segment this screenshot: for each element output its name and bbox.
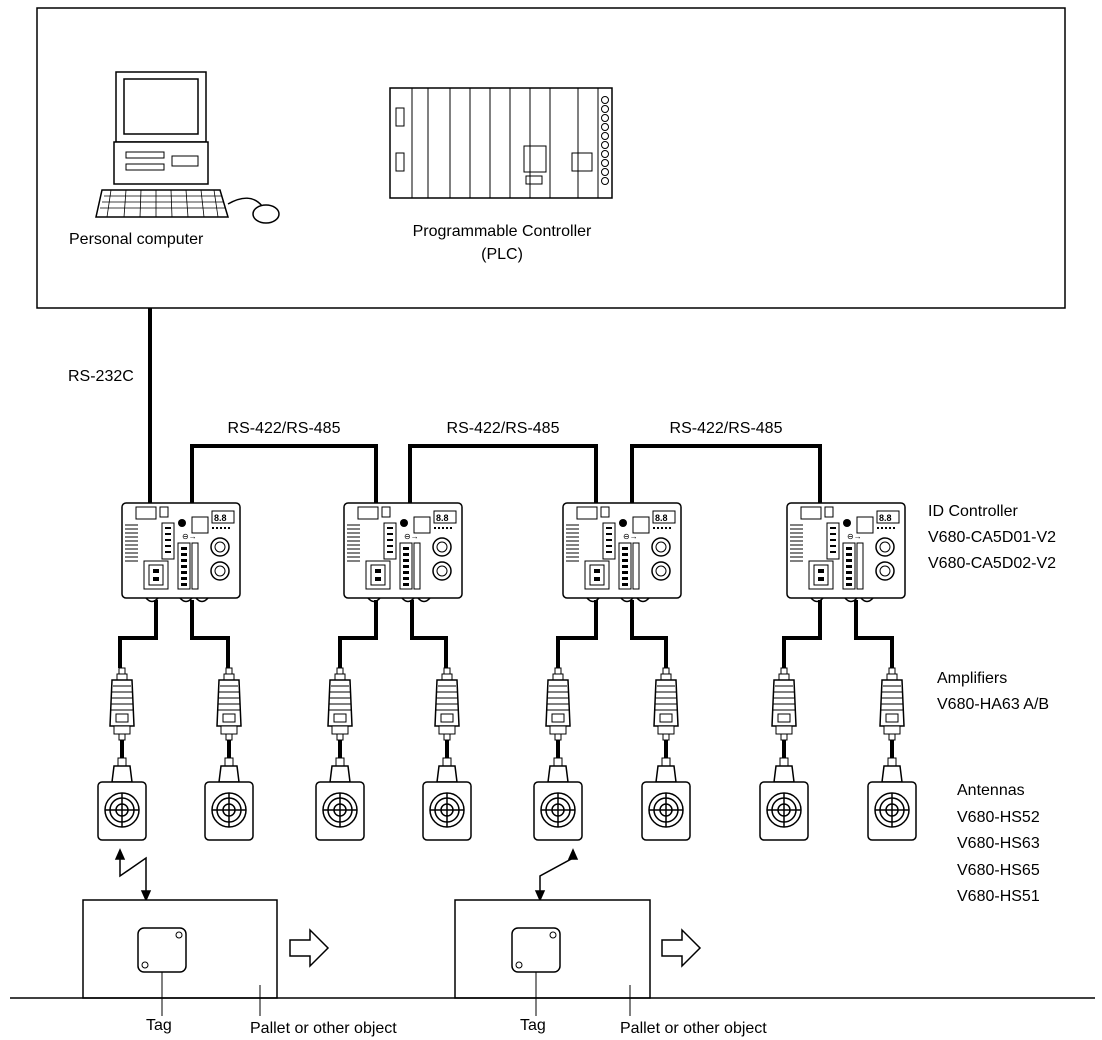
wireless-signal-2 <box>534 848 579 902</box>
tag-label-2: Tag <box>520 1017 546 1034</box>
amp-antenna-cables <box>120 740 894 758</box>
amplifiers-model: V680-HA63 A/B <box>937 696 1050 713</box>
amplifier-5 <box>545 667 571 741</box>
antenna-model-3: V680-HS65 <box>957 862 1040 879</box>
antenna-3 <box>315 757 365 841</box>
label-leader-lines <box>161 972 631 1016</box>
tag-icon-1 <box>137 927 187 973</box>
bus-link-1 <box>190 444 378 503</box>
amplifier-4 <box>434 667 460 741</box>
controller-amp-cables <box>118 600 894 668</box>
id-controller-title: ID Controller <box>928 503 1018 520</box>
amplifier-1 <box>109 667 135 741</box>
id-controller-2 <box>343 502 463 603</box>
bus-link-label-3: RS-422/RS-485 <box>669 420 783 437</box>
bus-link-2 <box>408 444 598 503</box>
plc-icon <box>389 87 613 199</box>
tag-icon-2 <box>511 927 561 973</box>
antenna-4 <box>422 757 472 841</box>
wireless-signal-1 <box>114 848 152 902</box>
pallet-label-1: Pallet or other object <box>250 1020 397 1037</box>
amplifier-6 <box>653 667 679 741</box>
antennas-title: Antennas <box>957 782 1025 799</box>
bus-link-3 <box>630 444 822 503</box>
antenna-model-1: V680-HS52 <box>957 809 1040 826</box>
rs232c-label: RS-232C <box>68 368 134 385</box>
movement-arrow-2 <box>661 929 701 967</box>
plc-label-line2: (PLC) <box>481 246 523 263</box>
amplifiers-title: Amplifiers <box>937 670 1008 687</box>
amplifier-8 <box>879 667 905 741</box>
tag-label-1: Tag <box>146 1017 172 1034</box>
amplifier-3 <box>327 667 353 741</box>
antenna-6 <box>641 757 691 841</box>
antenna-7 <box>759 757 809 841</box>
antenna-model-2: V680-HS63 <box>957 835 1040 852</box>
antenna-1 <box>97 757 147 841</box>
amplifier-7 <box>771 667 797 741</box>
bus-link-label-1: RS-422/RS-485 <box>227 420 341 437</box>
bus-link-label-2: RS-422/RS-485 <box>446 420 560 437</box>
id-controller-1 <box>121 502 241 603</box>
plc-label-line1: Programmable Controller <box>412 223 592 240</box>
movement-arrow-1 <box>289 929 329 967</box>
antenna-2 <box>204 757 254 841</box>
id-controller-3 <box>562 502 682 603</box>
antenna-model-4: V680-HS51 <box>957 888 1040 905</box>
id-controller-4 <box>786 502 906 603</box>
amplifier-2 <box>216 667 242 741</box>
antenna-8 <box>867 757 917 841</box>
antenna-5 <box>533 757 583 841</box>
id-controller-model-2: V680-CA5D02-V2 <box>928 555 1057 572</box>
id-controller-model-1: V680-CA5D01-V2 <box>928 529 1057 546</box>
pallet-label-2: Pallet or other object <box>620 1020 767 1037</box>
pc-label: Personal computer <box>69 231 204 248</box>
